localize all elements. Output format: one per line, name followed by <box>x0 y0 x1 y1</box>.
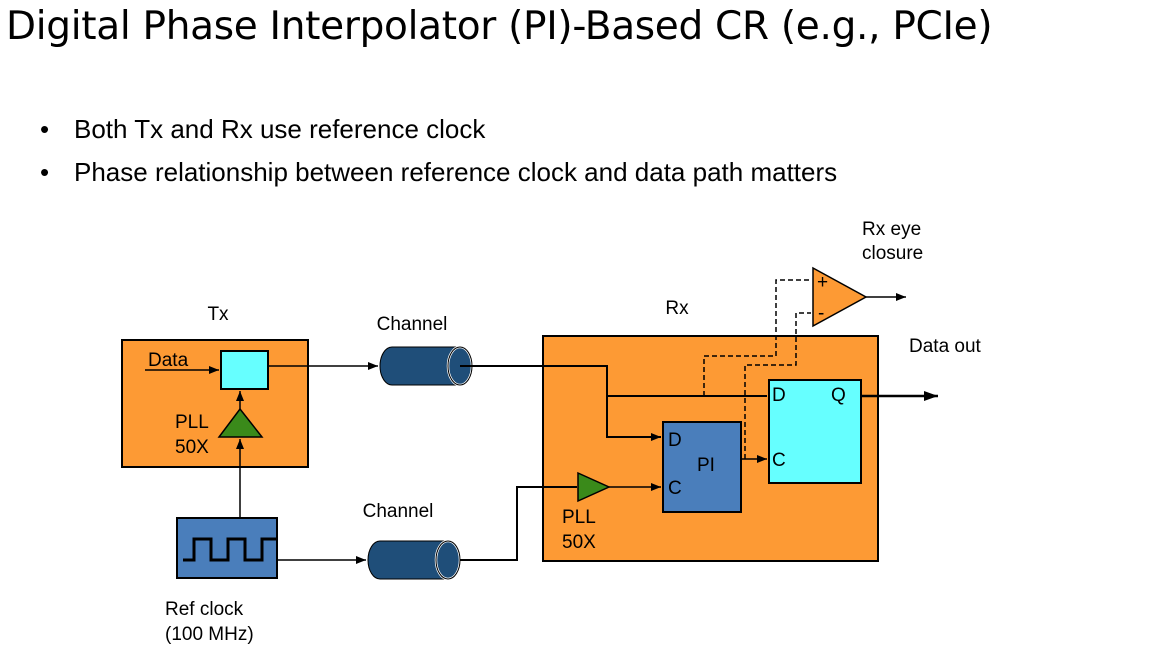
tx-data-label: Data <box>148 350 189 371</box>
channel-bottom-label: Channel <box>363 501 434 522</box>
rx-flip-flop <box>768 379 862 484</box>
phase-interpolator-block <box>662 421 742 513</box>
bullet-item: •Phase relationship between reference cl… <box>40 157 838 187</box>
data-out-label: Data out <box>909 336 982 357</box>
pi-c-port: C <box>668 478 682 499</box>
tx-pll-triangle <box>217 407 264 438</box>
comparator-plus: + <box>817 272 828 293</box>
eye-closure-label: Rx eye <box>862 219 921 240</box>
rx-flop-d-port: D <box>772 385 786 406</box>
rx-flop-c-port: C <box>772 450 786 471</box>
ref-clock-label: Ref clock <box>165 599 244 620</box>
tx-pll-multiplier: 50X <box>175 437 209 458</box>
bullet-list: •Both Tx and Rx use reference clock •Pha… <box>40 114 837 200</box>
channel-bottom-to-rx-pll-wire <box>460 486 577 561</box>
pi-d-port: D <box>668 430 682 451</box>
ref-clock-frequency: (100 MHz) <box>165 624 254 645</box>
rx-pll-triangle <box>577 471 611 503</box>
bullet-item: •Both Tx and Rx use reference clock <box>40 114 486 144</box>
eye-comparator-triangle <box>812 266 868 328</box>
channel-top <box>379 345 474 387</box>
eye-closure-label-2: closure <box>862 243 923 264</box>
rx-label: Rx <box>665 298 689 319</box>
rx-flop-q-port: Q <box>831 385 846 406</box>
channel-top-label: Channel <box>377 314 448 335</box>
tx-pll-label: PLL <box>175 412 209 433</box>
rx-pll-label: PLL <box>562 507 596 528</box>
tx-block <box>121 339 309 468</box>
channel-bottom <box>367 539 462 581</box>
channel-top-to-pi-wire <box>460 365 661 441</box>
pi-label: PI <box>697 455 715 476</box>
rx-pll-multiplier: 50X <box>562 532 596 553</box>
eye-tap-clock-dashed <box>744 312 811 459</box>
tx-label: Tx <box>207 304 229 325</box>
slide-title: Digital Phase Interpolator (PI)-Based CR… <box>6 4 993 49</box>
tx-flip-flop <box>220 350 269 390</box>
ref-clock-waveform-icon <box>183 537 276 562</box>
eye-tap-data-dashed <box>703 279 811 396</box>
comparator-minus: - <box>818 303 824 324</box>
